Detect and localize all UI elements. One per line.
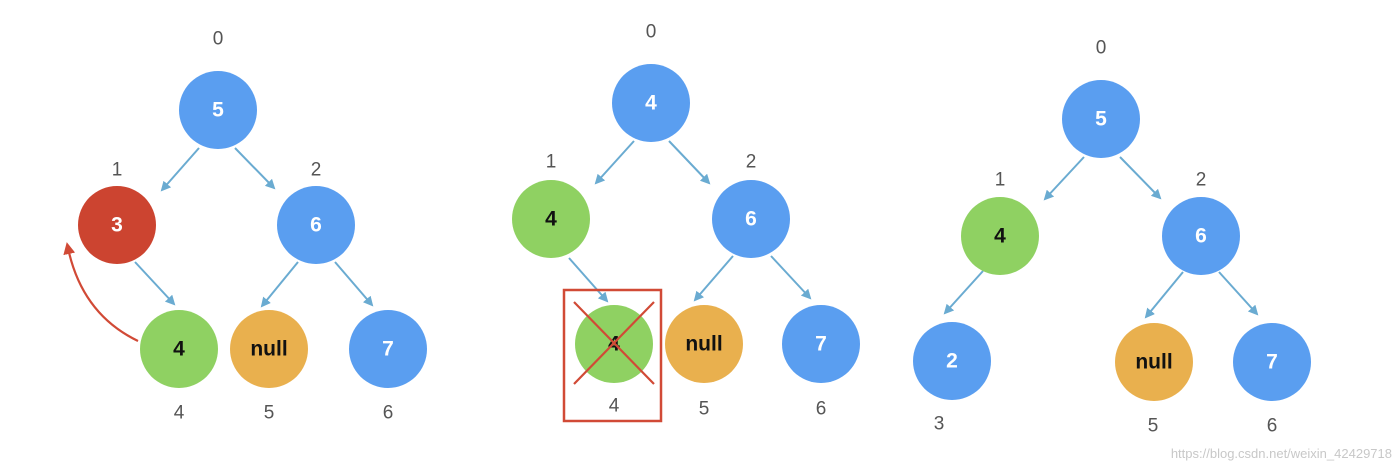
node-circle (277, 186, 355, 264)
edge (1119, 156, 1162, 200)
tree-node: 2 3 (913, 322, 991, 435)
tree-node: 3 1 (78, 160, 156, 264)
node-circle (179, 71, 257, 149)
edge (668, 140, 711, 185)
node-index: 1 (112, 160, 123, 181)
node-value: null (1135, 351, 1172, 374)
node-value: 4 (545, 208, 557, 231)
tree-node: 4 1 (961, 170, 1039, 275)
removal-box (562, 288, 663, 423)
tree-3-edges (943, 156, 1259, 319)
tree-2: 4 0 4 1 6 2 4 4 null 5 7 6 (512, 22, 860, 423)
edge (568, 257, 609, 303)
tree-node: 7 6 (782, 305, 860, 420)
edge (260, 261, 299, 308)
edge (770, 255, 812, 300)
node-index: 1 (995, 170, 1006, 191)
node-index: 2 (746, 152, 757, 173)
tree-node: null 5 (230, 310, 308, 424)
tree-node: null 5 (665, 305, 743, 420)
node-index: 5 (699, 399, 710, 420)
node-index: 4 (174, 403, 185, 424)
tree-2-edges (568, 140, 812, 303)
node-index: 5 (264, 403, 275, 424)
node-value: 4 (994, 225, 1006, 248)
node-index: 0 (1096, 38, 1107, 59)
node-circle (349, 310, 427, 388)
edge (693, 255, 734, 302)
tree-node: 5 0 (1062, 38, 1140, 158)
node-value: 6 (310, 214, 322, 237)
swap-arrow (63, 242, 139, 342)
node-circle (782, 305, 860, 383)
node-value: 7 (1266, 351, 1278, 374)
node-circle (230, 310, 308, 388)
edge (1144, 271, 1184, 319)
node-value: 3 (111, 214, 123, 237)
tree-node: 5 0 (179, 29, 257, 149)
tree-3: 5 0 4 1 6 2 2 3 null 5 7 6 (913, 38, 1311, 437)
tree-node: 4 1 (512, 152, 590, 258)
tree-node: 7 6 (349, 310, 427, 424)
node-circle (1162, 197, 1240, 275)
node-value: 6 (745, 208, 757, 231)
cross-mark (573, 301, 655, 385)
tree-1-edges (134, 147, 374, 308)
node-circle (78, 186, 156, 264)
edge (334, 261, 374, 307)
node-circle (612, 64, 690, 142)
tree-node: 4 0 (612, 22, 690, 142)
tree-node: null 5 (1115, 323, 1193, 437)
edge (134, 261, 176, 306)
node-circle (913, 322, 991, 400)
node-circle (512, 180, 590, 258)
tree-node: 4 4 (140, 310, 218, 424)
node-circle (665, 305, 743, 383)
node-circle (140, 310, 218, 388)
node-index: 6 (383, 403, 394, 424)
tree-node: 6 2 (1162, 170, 1240, 275)
edge (1043, 156, 1085, 201)
node-index: 0 (213, 29, 224, 50)
tree-node: 7 6 (1233, 323, 1311, 437)
edge (234, 147, 276, 190)
edge (594, 140, 635, 185)
node-index: 6 (816, 399, 827, 420)
node-value: 7 (382, 338, 394, 361)
tree-node-removed: 4 4 (562, 288, 663, 423)
node-index: 2 (311, 160, 322, 181)
edge (943, 270, 984, 315)
tree-node: 6 2 (712, 152, 790, 258)
node-circle (712, 180, 790, 258)
edge (160, 147, 200, 192)
node-value: 6 (1195, 225, 1207, 248)
tree-node: 6 2 (277, 160, 355, 264)
node-index: 3 (934, 414, 945, 435)
node-index: 6 (1267, 416, 1278, 437)
node-value: 4 (173, 338, 185, 361)
edge (1218, 271, 1259, 316)
node-value: 5 (212, 99, 224, 122)
node-circle (1115, 323, 1193, 401)
node-value: 4 (645, 92, 657, 115)
node-value: 7 (815, 333, 827, 356)
node-index: 4 (609, 396, 620, 417)
node-value: null (250, 338, 287, 361)
node-circle (1062, 80, 1140, 158)
node-circle (961, 197, 1039, 275)
node-value: 5 (1095, 108, 1107, 131)
node-value: 2 (946, 350, 958, 373)
node-index: 1 (546, 152, 557, 173)
node-index: 2 (1196, 170, 1207, 191)
node-index: 0 (646, 22, 657, 43)
tree-1: 5 0 3 1 6 2 4 4 null 5 7 6 (63, 29, 427, 424)
node-circle (1233, 323, 1311, 401)
node-index: 5 (1148, 416, 1159, 437)
watermark-text: https://blog.csdn.net/weixin_42429718 (1171, 446, 1392, 461)
node-value: null (685, 333, 722, 356)
